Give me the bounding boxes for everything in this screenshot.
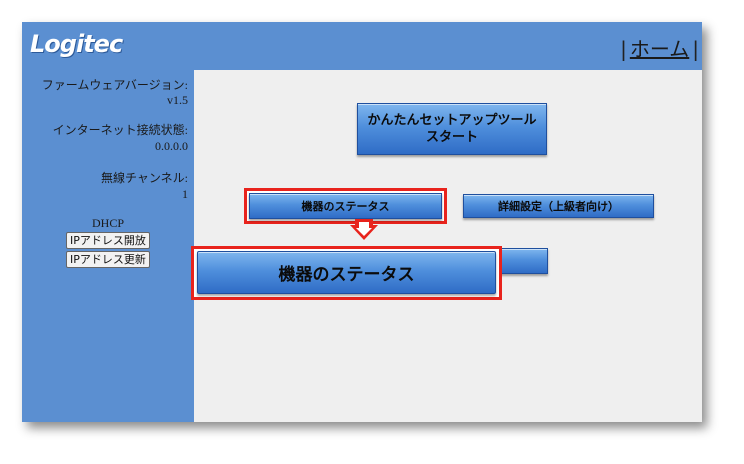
nav-separator: | <box>620 37 627 61</box>
device-status-button[interactable]: 機器のステータス <box>249 193 442 219</box>
dhcp-label: DHCP <box>92 216 125 230</box>
sidebar: ファームウェアバージョン: v1.5 インターネット接続状態: 0.0.0.0 … <box>22 70 194 422</box>
browser-frame: Logitec |ホーム| ファームウェアバージョン: v1.5 インターネット… <box>22 22 702 422</box>
logitec-logo: Logitec <box>30 30 123 58</box>
header-bar: Logitec |ホーム| <box>22 22 702 70</box>
easy-setup-line2: スタート <box>425 130 478 145</box>
nav-separator-right: | <box>692 37 699 61</box>
home-link[interactable]: ホーム <box>629 37 690 61</box>
ip-release-button[interactable]: IPアドレス開放 <box>66 232 150 249</box>
internet-status-value: 0.0.0.0 <box>155 139 188 153</box>
wireless-channel-value: 1 <box>182 187 188 201</box>
down-arrow-icon <box>350 219 378 240</box>
wireless-channel-label: 無線チャンネル: <box>101 171 188 185</box>
easy-setup-tool-button[interactable]: かんたんセットアップツール スタート <box>357 103 547 155</box>
firmware-version-value: v1.5 <box>167 93 188 107</box>
easy-setup-line1: かんたんセットアップツール <box>367 113 537 128</box>
ip-renew-button[interactable]: IPアドレス更新 <box>66 251 150 268</box>
advanced-settings-button[interactable]: 詳細設定（上級者向け） <box>463 194 654 218</box>
firmware-version-label: ファームウェアバージョン: <box>41 78 188 92</box>
internet-status-label: インターネット接続状態: <box>52 123 188 137</box>
device-status-zoomed-button[interactable]: 機器のステータス <box>197 251 496 294</box>
top-nav: |ホーム| <box>617 33 702 62</box>
